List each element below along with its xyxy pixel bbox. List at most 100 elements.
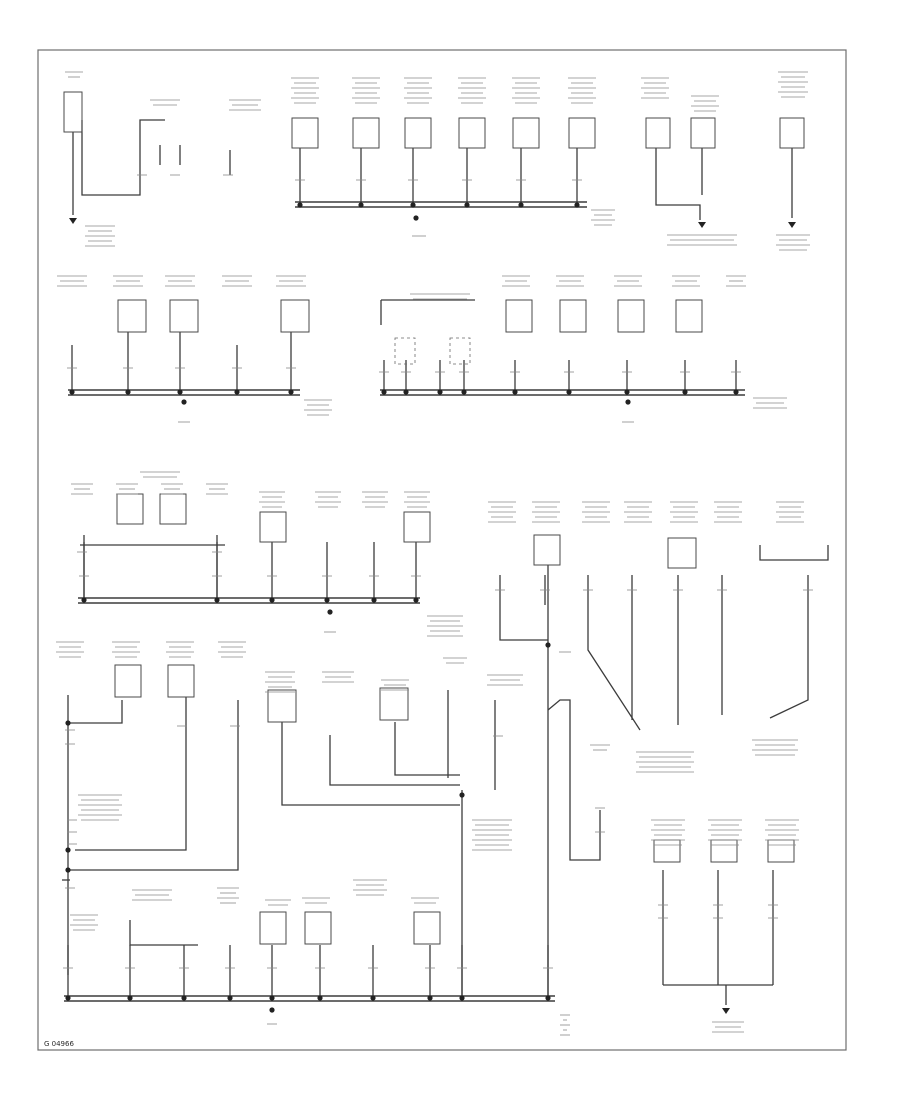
- splice-node: [733, 389, 739, 395]
- splice-node: [370, 995, 376, 1001]
- component-box: [304, 911, 332, 945]
- splice-node: [461, 389, 467, 395]
- component-box: [710, 839, 738, 863]
- component-box: [512, 117, 540, 149]
- component-box: [291, 117, 319, 149]
- splice-node: [403, 389, 409, 395]
- component-box: [568, 117, 596, 149]
- component-box: [167, 664, 195, 698]
- ground-symbol: [698, 222, 706, 228]
- wire-1: [81, 119, 165, 196]
- splice-node: [518, 202, 524, 208]
- splice-node: [127, 995, 133, 1001]
- diagram-frame: [37, 49, 847, 1051]
- wire-50: [67, 695, 123, 975]
- splice-node: [181, 399, 187, 405]
- splice-node: [324, 597, 330, 603]
- component-box: [63, 91, 83, 133]
- splice-node: [371, 597, 377, 603]
- splice-node: [177, 389, 183, 395]
- component-box: [259, 911, 287, 945]
- splice-node: [459, 995, 465, 1001]
- wire-60: [547, 699, 601, 861]
- wire-48: [587, 605, 641, 731]
- splice-node: [625, 399, 631, 405]
- ground-symbol: [722, 1008, 730, 1014]
- component-box: [645, 117, 671, 149]
- component-box: [559, 299, 587, 333]
- component-box: [779, 117, 805, 149]
- component-box: [379, 687, 409, 721]
- splice-node: [65, 867, 71, 873]
- wire-17: [68, 389, 300, 396]
- wire-28: [380, 389, 745, 396]
- label-marks-layer: [56, 71, 813, 1036]
- dashed-component-outline: [394, 337, 416, 365]
- wire-layer: [62, 119, 829, 1005]
- wire-55: [329, 735, 460, 786]
- splice-node: [317, 995, 323, 1001]
- component-layer: [63, 91, 805, 945]
- component-box: [404, 117, 432, 149]
- splice-node: [269, 995, 275, 1001]
- diagram-footer-code: G 04966: [44, 1040, 74, 1048]
- component-box: [117, 299, 147, 333]
- wire-18: [380, 299, 475, 325]
- splice-node: [413, 597, 419, 603]
- component-box: [458, 117, 486, 149]
- splice-node: [410, 202, 416, 208]
- splice-node: [381, 389, 387, 395]
- splice-node: [682, 389, 688, 395]
- splice-node: [65, 995, 71, 1001]
- wire-61: [129, 920, 198, 946]
- wire-10: [655, 148, 703, 220]
- wire-2: [159, 145, 231, 175]
- splice-node: [545, 642, 551, 648]
- splice-node: [437, 389, 443, 395]
- splice-node: [545, 995, 551, 1001]
- splice-node: [288, 389, 294, 395]
- component-box: [114, 664, 142, 698]
- splice-node: [413, 215, 419, 221]
- component-box: [280, 299, 310, 333]
- splice-node: [181, 995, 187, 1001]
- splice-node: [358, 202, 364, 208]
- component-box: [403, 511, 431, 543]
- splice-node: [234, 389, 240, 395]
- splice-node: [125, 389, 131, 395]
- splice-node: [269, 1007, 275, 1013]
- dashed-component-outline: [449, 337, 471, 365]
- component-box: [169, 299, 199, 333]
- wire-52: [68, 700, 239, 871]
- component-box: [690, 117, 716, 149]
- wire-38: [759, 545, 829, 561]
- component-box: [267, 689, 297, 723]
- component-box: [413, 911, 441, 945]
- wire-72: [64, 995, 555, 1002]
- component-box: [653, 839, 681, 863]
- splice-node: [214, 597, 220, 603]
- splice-node: [624, 389, 630, 395]
- splice-node: [65, 847, 71, 853]
- wire-9: [295, 201, 587, 208]
- splice-node: [464, 202, 470, 208]
- splice-node: [81, 597, 87, 603]
- wire-46: [499, 605, 548, 641]
- splice-node: [69, 389, 75, 395]
- component-box: [617, 299, 645, 333]
- splice-nodes-layer: [65, 202, 796, 1014]
- splice-node: [427, 995, 433, 1001]
- splice-node: [512, 389, 518, 395]
- splice-node: [327, 609, 333, 615]
- component-box: [675, 299, 703, 333]
- component-box: [667, 537, 697, 569]
- wire-37: [78, 597, 420, 604]
- splice-node: [227, 995, 233, 1001]
- ground-symbol: [69, 218, 77, 224]
- splice-node: [566, 389, 572, 395]
- component-box: [767, 839, 795, 863]
- splice-node: [297, 202, 303, 208]
- wire-56: [394, 722, 460, 776]
- splice-node: [459, 792, 465, 798]
